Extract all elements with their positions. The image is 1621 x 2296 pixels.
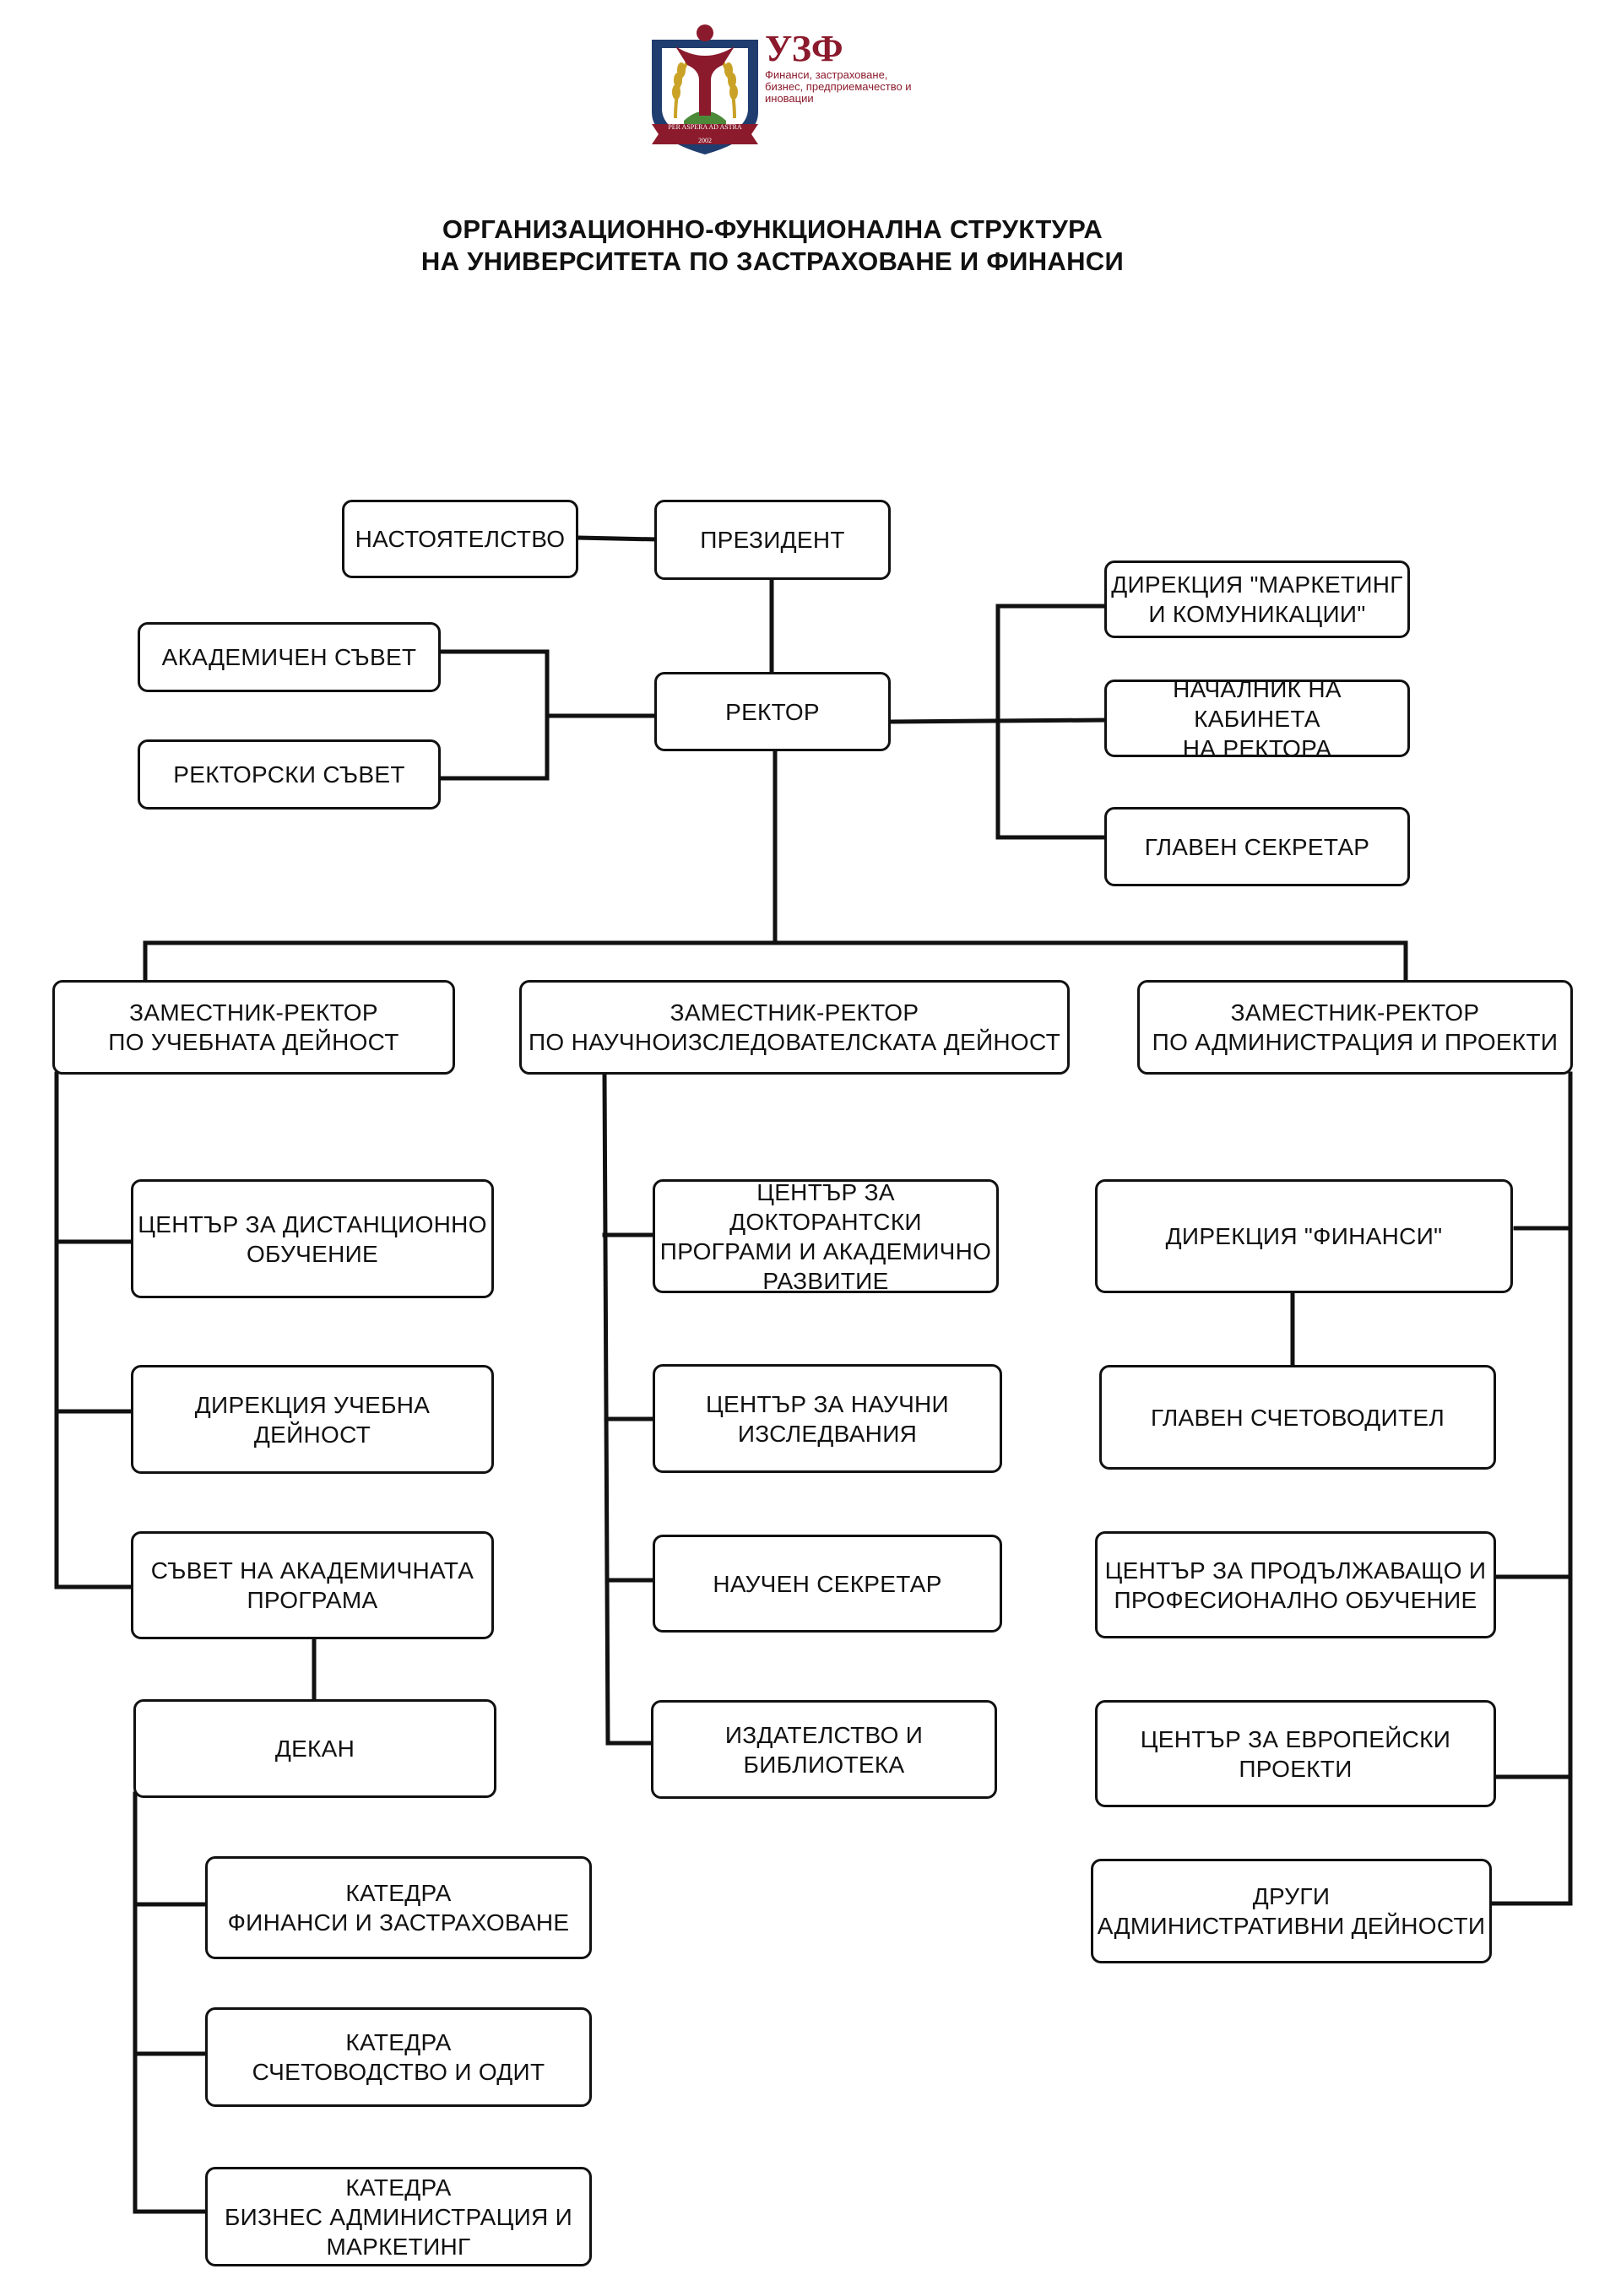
- box-nastoyatelstvo: НАСТОЯТЕЛСТВО: [342, 500, 578, 578]
- box-katedra-finansi: КАТЕДРА ФИНАНСИ И ЗАСТРАХОВАНЕ: [205, 1856, 592, 1959]
- page-title-line-2: НА УНИВЕРСИТЕТА ПО ЗАСТРАХОВАНЕ И ФИНАНС…: [420, 246, 1125, 276]
- box-dir-uchebna: ДИРЕКЦИЯ УЧЕБНА ДЕЙНОСТ: [131, 1365, 494, 1474]
- box-centar-prodalzhavashto: ЦЕНТЪР ЗА ПРОДЪЛЖАВАЩО И ПРОФЕСИОНАЛНО О…: [1095, 1531, 1496, 1638]
- logo-motto: PER ASPERA AD ASTRA: [668, 123, 742, 131]
- box-glaven-sekretar: ГЛАВЕН СЕКРЕТАР: [1104, 807, 1410, 886]
- box-president: ПРЕЗИДЕНТ: [654, 500, 891, 580]
- box-dekan: ДЕКАН: [133, 1699, 496, 1798]
- box-zr-uchebna: ЗАМЕСТНИК-РЕКТОР ПО УЧЕБНАТА ДЕЙНОСТ: [52, 980, 455, 1075]
- box-glaven-schetovoditel: ГЛАВЕН СЧЕТОВОДИТЕЛ: [1099, 1365, 1496, 1470]
- box-savet-programa: СЪВЕТ НА АКАДЕМИЧНАТА ПРОГРАМА: [131, 1531, 494, 1639]
- logo-tagline: Финанси, застраховане, бизнес, предприем…: [765, 68, 912, 105]
- logo-text: УЗФ Финанси, застраховане, бизнес, предп…: [765, 29, 917, 105]
- box-centar-doktorantski: ЦЕНТЪР ЗА ДОКТОРАНТСКИ ПРОГРАМИ И АКАДЕМ…: [653, 1179, 999, 1294]
- logo-year: 2002: [698, 137, 712, 144]
- logo-abbreviation: УЗФ: [765, 28, 843, 69]
- box-centar-distancionno: ЦЕНТЪР ЗА ДИСТАНЦИОННО ОБУЧЕНИЕ: [131, 1179, 494, 1298]
- box-nauchen-sekretar: НАУЧЕН СЕКРЕТАР: [653, 1535, 1002, 1633]
- box-zr-nauchno: ЗАМЕСТНИК-РЕКТОР ПО НАУЧНОИЗСЛЕДОВАТЕЛСК…: [519, 980, 1070, 1075]
- box-izdatelstvo: ИЗДАТЕЛСТВО И БИБЛИОТЕКА: [651, 1700, 997, 1799]
- box-dir-marketing: ДИРЕКЦИЯ "МАРКЕТИНГ И КОМУНИКАЦИИ": [1104, 560, 1410, 638]
- box-centar-nauchni: ЦЕНТЪР ЗА НАУЧНИ ИЗСЛЕДВАНИЯ: [653, 1364, 1002, 1473]
- box-centar-evropeyski: ЦЕНТЪР ЗА ЕВРОПЕЙСКИ ПРОЕКТИ: [1095, 1700, 1496, 1807]
- box-zr-admin: ЗАМЕСТНИК-РЕКТОР ПО АДМИНИСТРАЦИЯ И ПРОЕ…: [1137, 980, 1573, 1075]
- box-katedra-schetovodstvo: КАТЕДРА СЧЕТОВОДСТВО И ОДИТ: [205, 2007, 592, 2107]
- box-nachalnik-kabineta: НАЧАЛНИК НА КАБИНЕТА НА РЕКТОРА: [1104, 676, 1410, 761]
- box-rektorski-savet: РЕКТОРСКИ СЪВЕТ: [138, 739, 441, 810]
- page-title-line-1: ОРГАНИЗАЦИОННО-ФУНКЦИОНАЛНА СТРУКТУРА: [442, 214, 1103, 244]
- box-akademichen-savet: АКАДЕМИЧЕН СЪВЕТ: [138, 622, 441, 692]
- box-katedra-biznes: КАТЕДРА БИЗНЕС АДМИНИСТРАЦИЯ И МАРКЕТИНГ: [205, 2167, 592, 2266]
- box-dir-finansi: ДИРЕКЦИЯ "ФИНАНСИ": [1095, 1179, 1513, 1293]
- box-rektor: РЕКТОР: [654, 672, 891, 751]
- box-drugi-admin: ДРУГИ АДМИНИСТРАТИВНИ ДЕЙНОСТИ: [1091, 1859, 1492, 1963]
- uzf-logo-emblem-icon: [652, 24, 758, 154]
